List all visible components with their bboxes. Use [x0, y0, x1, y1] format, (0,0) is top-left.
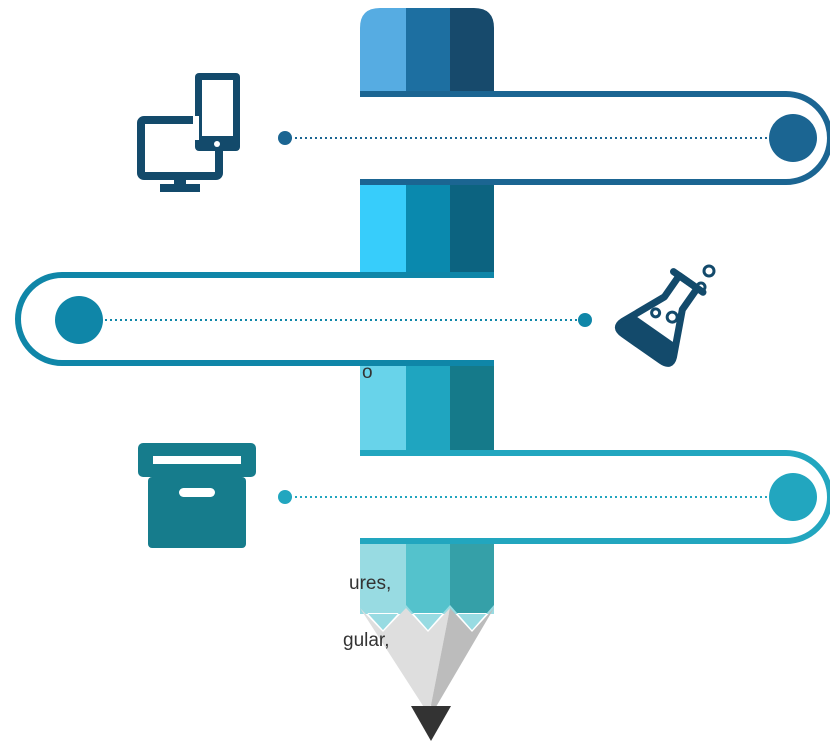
ribbon-3	[256, 450, 830, 544]
ribbon-2-edge	[15, 272, 494, 366]
pencil-graphite	[411, 706, 451, 741]
flask-bubble-small	[695, 281, 707, 293]
ribbon-3-start-dot	[278, 490, 292, 504]
pencil-body	[360, 8, 494, 630]
ribbon-2	[15, 272, 592, 366]
pencil-band-4-right	[450, 543, 494, 613]
pencil-wood-dark	[431, 608, 494, 712]
pencil-band-1-left	[360, 8, 406, 96]
ribbon-1-edge	[360, 91, 830, 185]
pencil-tip	[360, 608, 494, 741]
devices-icon	[137, 73, 240, 192]
pencil-band-1-right	[450, 8, 494, 96]
pencil-band-2-right	[450, 185, 494, 273]
pencil-scallop	[360, 605, 494, 630]
pencil-band-2-mid	[406, 185, 450, 273]
pencil-band-3-right	[450, 364, 494, 452]
pencil-band-4-mid	[406, 543, 450, 613]
ribbon-1-end-node	[769, 114, 817, 162]
flask-icon	[614, 268, 707, 367]
text-fragment-2: ures,	[349, 573, 392, 594]
ribbon-1-band	[256, 94, 830, 182]
text-fragment-3: gular,	[343, 630, 390, 651]
pencil-band-4-left	[360, 543, 406, 613]
pencil-band-3-left	[360, 364, 406, 452]
ribbon-2-end-dot	[578, 313, 592, 327]
pencil-wood-light	[360, 608, 450, 712]
pencil-band-3-mid	[406, 364, 450, 452]
flask-bubble-large	[702, 264, 716, 278]
pencil-band-1-mid	[406, 8, 450, 96]
text-fragment-1: o	[362, 362, 373, 383]
ribbon-3-band	[256, 453, 830, 541]
archive-box-icon	[138, 443, 256, 548]
ribbon-2-start-node	[55, 296, 103, 344]
ribbon-3-edge	[360, 450, 830, 544]
pencil-band-2-left	[360, 185, 406, 273]
ribbon-1	[256, 91, 830, 185]
ribbon-3-end-node	[769, 473, 817, 521]
ribbon-1-start-dot	[278, 131, 292, 145]
